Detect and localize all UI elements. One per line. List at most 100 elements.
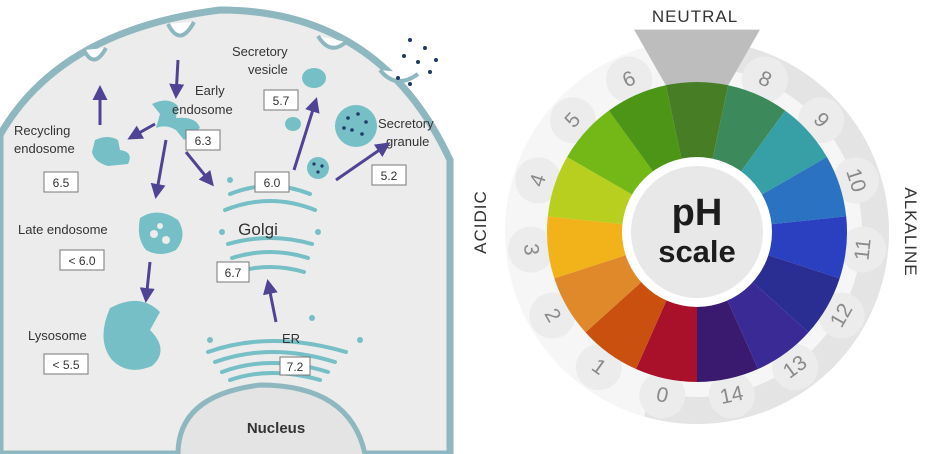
recycling-endosome-label-1: Recycling — [14, 123, 70, 138]
er-label: ER — [282, 331, 300, 346]
ph-tab-1 — [575, 344, 622, 391]
lysosome-ph: < 5.5 — [52, 358, 79, 372]
golgi-cis-ph: 6.0 — [264, 176, 281, 190]
recycling-endosome-shape — [92, 137, 130, 166]
secretory-granule-label-2: granule — [386, 134, 429, 149]
secretory-granule-label-1: Secretory — [378, 116, 434, 131]
arrow-membrane-to-early — [169, 59, 185, 99]
ph-segment-8 — [711, 85, 786, 174]
secretory-vesicle-shape — [302, 68, 326, 88]
ph-tab-4 — [515, 157, 562, 204]
secreted-particles — [396, 38, 438, 86]
ph-tab-5 — [549, 97, 596, 144]
ph-number-14: 14 — [718, 382, 746, 409]
ph-segments — [547, 82, 847, 382]
er-vesicle — [207, 337, 213, 343]
er-cisterna — [228, 371, 322, 382]
er-cisterna — [213, 350, 337, 364]
ph-segment-9 — [739, 110, 827, 196]
secretory-granule-ph-box — [371, 164, 407, 186]
ph-tab-9 — [798, 97, 845, 144]
early-endosome-ph-box — [185, 129, 221, 151]
ph-tab-14 — [708, 372, 755, 419]
ph-segment-5 — [567, 110, 655, 196]
ph-segment-11 — [765, 216, 847, 279]
late-endosome-shape — [138, 212, 183, 254]
lysosome-shape — [103, 300, 161, 370]
golgi-vesicle — [227, 177, 233, 183]
arrow-early-to-late — [150, 139, 168, 199]
golgi-vesicle — [219, 229, 225, 235]
nucleus-label: Nucleus — [247, 420, 305, 437]
er-vesicle — [357, 337, 363, 343]
ph-wheel: 01234567891011121314 pH scale NEUTRAL AC… — [471, 7, 920, 424]
ph-segment-4 — [547, 157, 635, 225]
neutral-label: NEUTRAL — [652, 7, 738, 26]
ph-tab-13 — [772, 344, 819, 391]
late-endosome-ph: < 6.0 — [68, 254, 95, 268]
ph-segment-3 — [547, 216, 629, 279]
late-endosome-vesicle — [162, 236, 170, 244]
late-endosome-vesicle — [150, 230, 158, 238]
er-cisterna — [206, 339, 348, 354]
secretory-vesicle-label-2: vesicle — [248, 62, 288, 77]
secretory-granule-shape — [335, 105, 377, 147]
arrow-er-to-golgi — [262, 279, 278, 323]
secretory-vesicle-ph: 5.7 — [273, 94, 290, 108]
ph-tab-10 — [832, 157, 879, 204]
ph-tab-12 — [818, 292, 865, 339]
er-ph: 7.2 — [287, 360, 304, 374]
lysosome-ph-box — [43, 353, 89, 375]
nucleus-envelope — [175, 382, 368, 454]
granule-dots — [342, 112, 368, 136]
late-endosome-vesicle — [157, 223, 163, 229]
secretory-vesicle-label-1: Secretory — [232, 44, 288, 59]
arrow-early-to-recycling — [127, 122, 156, 140]
golgi-vesicle — [315, 229, 321, 235]
er-vesicle — [309, 315, 315, 321]
golgi-trans-ph: 6.7 — [225, 266, 242, 280]
arrow-late-to-lysosome — [139, 261, 155, 303]
membrane-pit — [316, 34, 348, 50]
lysosome-label: Lysosome — [28, 328, 87, 343]
ph-segment-10 — [759, 157, 847, 225]
late-endosome-label: Late endosome — [18, 222, 108, 237]
ph-segment-14 — [697, 297, 759, 382]
ph-segment-13 — [726, 280, 809, 370]
ph-title-line1: pH — [672, 192, 723, 234]
membrane-pit — [82, 46, 108, 62]
transport-arrows — [92, 59, 391, 323]
neutral-marker — [634, 29, 760, 86]
membrane-pits — [82, 21, 420, 83]
secretory-granule-ph: 5.2 — [381, 169, 398, 183]
recycling-endosome-ph-box — [43, 171, 79, 193]
recycling-endosome-label-2: endosome — [14, 141, 75, 156]
ph-number-0: 0 — [654, 383, 670, 408]
membrane-pit — [166, 21, 196, 38]
nucleus: Nucleus — [175, 382, 368, 454]
alkaline-label: ALKALINE — [901, 187, 920, 276]
early-endosome-label-2: endosome — [172, 102, 233, 117]
ph-tab-3 — [507, 226, 554, 273]
er-cisterna — [220, 361, 330, 374]
ph-tab-11 — [840, 226, 887, 273]
early-endosome-ph: 6.3 — [195, 134, 212, 148]
er-ph-box — [279, 356, 311, 376]
golgi-label: Golgi — [238, 220, 278, 239]
golgi-cis-ph-box — [254, 171, 290, 193]
wheel-center — [631, 166, 763, 298]
arrow-golgi-to-vesicle — [292, 97, 320, 171]
recycling-endosome-ph: 6.5 — [53, 176, 70, 190]
cell-diagram: Nucleus ER 7.2 Golgi 6.0 6.7 — [0, 6, 454, 454]
secretory-granule-shape-2 — [307, 157, 329, 179]
granule-dots-2 — [312, 162, 324, 174]
ph-number-11: 11 — [851, 237, 876, 261]
ph-number-3: 3 — [519, 242, 543, 256]
arrow-early-to-golgi — [184, 151, 214, 187]
ph-segment-2 — [554, 254, 644, 333]
ph-segment-7 — [665, 82, 729, 162]
er — [206, 339, 348, 382]
ph-tab-2 — [529, 292, 576, 339]
golgi-cisterna — [226, 236, 314, 246]
